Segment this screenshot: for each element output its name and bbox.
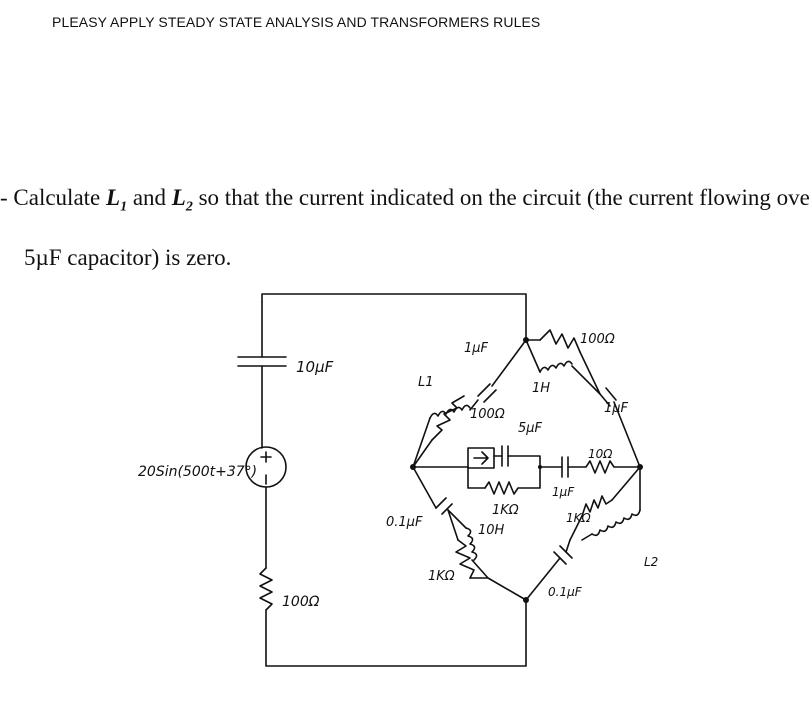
- l2-symbol: L2: [171, 185, 193, 215]
- capacitor-01uf-ll-plate-b: [441, 503, 453, 515]
- wire-ll-c: [447, 509, 527, 601]
- label-c-lower-right: 0.1µF: [548, 585, 583, 599]
- label-r-left: 100Ω: [282, 594, 320, 610]
- resistor-100-upper-left: [431, 395, 465, 441]
- resistor-1k-lower-left: [455, 539, 475, 579]
- label-c-left: 10µF: [296, 358, 334, 376]
- label-l-1h: 1H: [532, 381, 550, 396]
- node-top: [523, 337, 529, 343]
- label-r-top-right: 100Ω: [580, 332, 615, 347]
- wire-bridge-ul: [412, 439, 433, 468]
- label-c-lower-left: 0.1µF: [386, 515, 423, 530]
- resistor-100-left: [259, 567, 273, 611]
- label-c-top: 1µF: [464, 341, 489, 356]
- wire-lr-b: [569, 466, 641, 541]
- inductor-l1: [429, 404, 471, 419]
- wire-to-top-node: [491, 339, 527, 387]
- wire-lr-c: [525, 539, 571, 601]
- wire-to-right-node: [613, 401, 641, 468]
- label-r-lower-right: 1KΩ: [566, 511, 592, 525]
- wire-tr-b: [525, 339, 601, 395]
- wire-mid-cap: [493, 455, 541, 468]
- capacitor-1uf-right-upper-plate-b: [605, 387, 617, 401]
- wire-ll-b: [447, 509, 467, 529]
- inductor-10h: [465, 527, 478, 561]
- wire-ll-a: [412, 466, 437, 509]
- label-source: 20Sin(500t+37°): [138, 464, 257, 480]
- resistor-1k-mid: [484, 466, 541, 495]
- node-left: [410, 464, 416, 470]
- resistor-100-top-right: [539, 329, 581, 353]
- label-l1: L1: [418, 375, 434, 390]
- inductor-l2: [591, 509, 641, 537]
- question-line-2: 5µF capacitor) is zero.: [24, 245, 232, 270]
- wire-bottom: [265, 599, 527, 667]
- node-mid-left: [538, 465, 542, 469]
- wire-lr-a: [611, 466, 641, 501]
- instruction-note: PLEASY APPLY STEADY STATE ANALYSIS AND T…: [52, 14, 541, 30]
- label-c-mid: 5µF: [518, 421, 543, 436]
- node-bottom: [523, 597, 529, 603]
- wire-mid-lower: [467, 466, 486, 489]
- label-r-lower-left: 1KΩ: [428, 569, 455, 584]
- current-arrow-icon: [473, 451, 489, 465]
- wire-top: [261, 293, 527, 341]
- source-plus-icon: [260, 451, 272, 463]
- current-indicator-box: [467, 447, 495, 469]
- capacitor-1uf-right-upper-plate-a: [599, 393, 611, 407]
- capacitor-1uf-top-plate-a: [477, 383, 491, 397]
- label-l-10h: 10H: [478, 523, 505, 538]
- question-line-1: - Calculate L1 and L2 so that the curren…: [0, 185, 810, 215]
- label-c-mid-right: 1µF: [552, 485, 575, 499]
- label-r-mid-bottom: 1KΩ: [492, 503, 519, 518]
- capacitor-01uf-ll-plate-a: [435, 497, 447, 509]
- label-c-right-upper: 1µF: [604, 401, 629, 416]
- label-l2: L2: [644, 555, 658, 569]
- label-r-mid-right: 10Ω: [588, 447, 613, 461]
- label-r-upper-left: 100Ω: [470, 407, 505, 422]
- l1-symbol: L1: [106, 185, 128, 215]
- wire-l1-join: [412, 399, 479, 468]
- resistor-1k-lower-right: [581, 495, 613, 517]
- capacitor-1uf-top-plate-b: [483, 389, 497, 403]
- inductor-1h: [539, 360, 573, 373]
- node-right: [637, 464, 643, 470]
- resistor-10-mid: [567, 460, 641, 474]
